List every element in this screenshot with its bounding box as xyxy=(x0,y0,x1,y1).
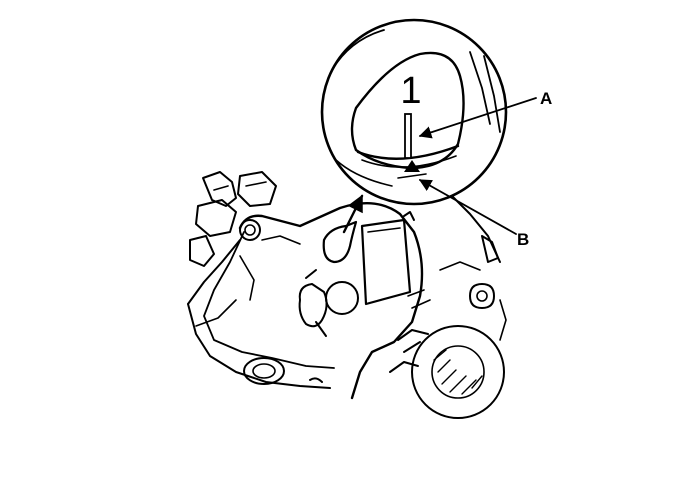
view-direction-arrow xyxy=(342,194,364,234)
engine-block xyxy=(187,171,507,419)
leader-line-a xyxy=(418,97,537,139)
detail-view: 1 xyxy=(320,18,508,206)
leader-line-b xyxy=(418,179,517,235)
detail-mark-number: 1 xyxy=(400,70,421,112)
callout-b: B xyxy=(517,230,529,249)
timing-belt-cover xyxy=(203,202,431,400)
callout-a: A xyxy=(540,89,552,108)
